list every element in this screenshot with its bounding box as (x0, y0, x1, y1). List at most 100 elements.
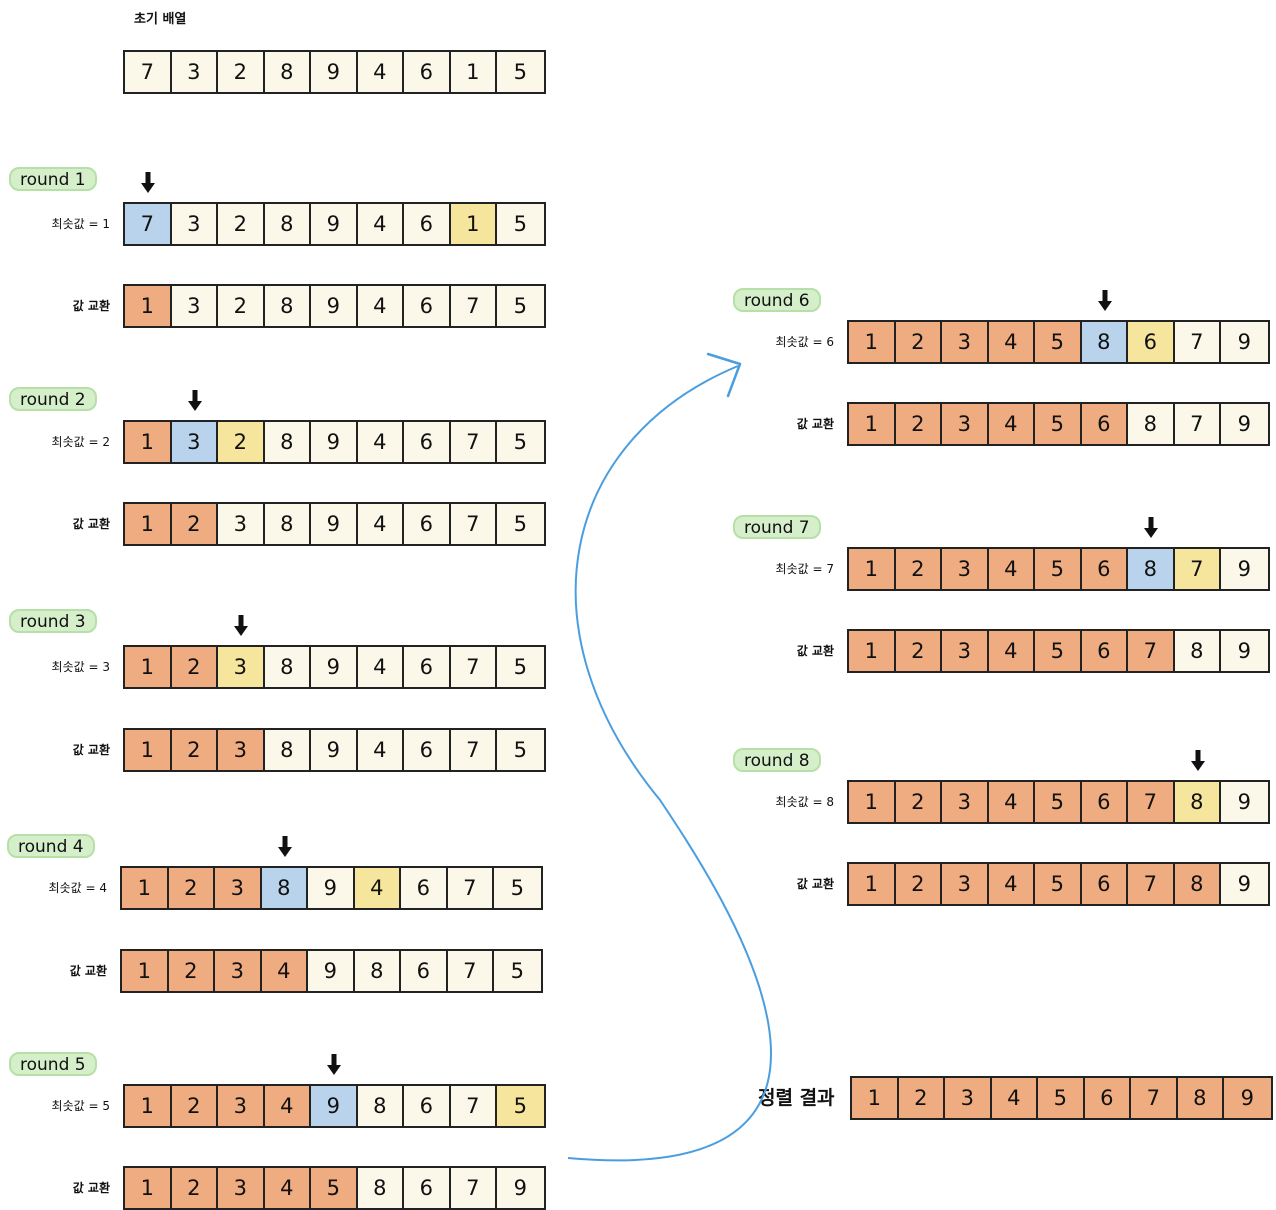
array-cell: 6 (404, 204, 451, 244)
array-cell: 3 (942, 631, 989, 671)
array-cell: 2 (895, 322, 942, 362)
array-cell: 2 (171, 1168, 218, 1208)
array-cell: 3 (218, 1086, 265, 1126)
min-value-label: 최솟값 = 2 (51, 435, 110, 449)
swap-label: 값 교환 (72, 517, 110, 531)
array-cell: 4 (988, 782, 1035, 822)
array-cell: 6 (404, 504, 451, 544)
array-cell: 3 (942, 864, 989, 904)
array-cell: 8 (264, 647, 311, 687)
array-cell: 5 (1035, 631, 1082, 671)
array-cell: 4 (357, 52, 404, 92)
array-cell: 9 (311, 204, 358, 244)
array-cell: 1 (125, 286, 172, 326)
array-cell: 3 (215, 951, 262, 991)
array-cell: 4 (264, 1168, 311, 1208)
array-cell: 9 (1221, 631, 1268, 671)
array-cell: 9 (1221, 322, 1268, 362)
array-cell: 1 (122, 951, 169, 991)
array-cell: 7 (450, 504, 497, 544)
swap-label: 값 교환 (796, 644, 834, 658)
array-cell: 5 (497, 286, 544, 326)
array-cell: 4 (357, 204, 404, 244)
array-cell: 2 (171, 647, 218, 687)
array-cell: 5 (497, 204, 544, 244)
array-cell: 7 (450, 647, 497, 687)
array-cell: 8 (357, 1086, 404, 1126)
array-cell: 9 (1221, 404, 1268, 444)
array-cell: 6 (1081, 864, 1128, 904)
array-cell: 1 (852, 1078, 899, 1118)
array-cell: 6 (404, 730, 451, 770)
array-cell: 2 (895, 549, 942, 589)
array-cell: 7 (450, 422, 497, 462)
array-cell: 3 (171, 422, 218, 462)
array-cell: 1 (125, 730, 172, 770)
array-cell: 2 (168, 951, 215, 991)
min-value-label: 최솟값 = 1 (51, 217, 110, 231)
array-cell: 8 (264, 730, 311, 770)
array-cell: 7 (450, 1168, 497, 1208)
array-cell: 6 (404, 422, 451, 462)
down-arrow-icon (233, 615, 249, 637)
array-cell: 4 (354, 868, 401, 908)
array-cell: 9 (311, 730, 358, 770)
array-cell: 4 (357, 504, 404, 544)
array-cell: 5 (1035, 864, 1082, 904)
array-cell: 3 (171, 52, 218, 92)
array-cell: 4 (357, 730, 404, 770)
array-cell: 5 (497, 647, 544, 687)
array-cell: 8 (1081, 322, 1128, 362)
array-cell: 1 (125, 647, 172, 687)
min-value-label: 최솟값 = 7 (775, 562, 834, 576)
array-cell: 7 (1174, 322, 1221, 362)
array-cell: 5 (1035, 322, 1082, 362)
round-badge: round 5 (9, 1052, 97, 1076)
array-cell: 7 (1128, 782, 1175, 822)
array-cell: 9 (308, 868, 355, 908)
array-cell: 7 (125, 204, 172, 244)
array-cell: 4 (988, 549, 1035, 589)
array-cell: 1 (849, 631, 896, 671)
array-cell: 5 (497, 730, 544, 770)
array-cell: 5 (1035, 782, 1082, 822)
array-cell: 5 (497, 504, 544, 544)
array-cell: 5 (1038, 1078, 1085, 1118)
round-badge: round 2 (9, 387, 97, 411)
array-cell: 4 (988, 631, 1035, 671)
array-cell: 8 (264, 52, 311, 92)
array-cell: 1 (849, 782, 896, 822)
array-cell: 8 (1174, 864, 1221, 904)
array-cell: 3 (942, 404, 989, 444)
down-arrow-icon (1190, 750, 1206, 772)
array-cell: 8 (264, 422, 311, 462)
array-cell: 9 (311, 504, 358, 544)
array-cell: 3 (942, 549, 989, 589)
array-cell: 2 (171, 504, 218, 544)
array-cell: 5 (494, 951, 541, 991)
array-cell: 7 (450, 730, 497, 770)
array-cell: 8 (357, 1168, 404, 1208)
array-cell: 9 (1221, 782, 1268, 822)
round-badge: round 3 (9, 609, 97, 633)
array-cell: 2 (895, 404, 942, 444)
array-cell: 4 (988, 404, 1035, 444)
array-cell: 2 (895, 782, 942, 822)
round-badge: round 4 (7, 834, 95, 858)
array-cell: 5 (494, 868, 541, 908)
array-cell: 4 (991, 1078, 1038, 1118)
array-cell: 7 (1128, 864, 1175, 904)
swap-label: 값 교환 (72, 1181, 110, 1195)
array-cell: 2 (895, 631, 942, 671)
array-cell: 6 (404, 1086, 451, 1126)
array-cell: 6 (1081, 782, 1128, 822)
